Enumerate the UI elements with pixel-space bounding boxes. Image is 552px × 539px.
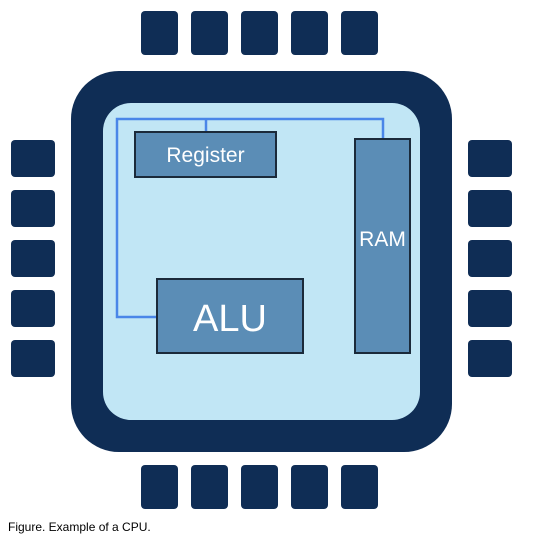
- pin-left-3: [11, 240, 55, 277]
- pin-right-5: [468, 340, 512, 377]
- pin-right-1: [468, 140, 512, 177]
- pin-bottom-1: [141, 465, 178, 509]
- pin-bottom-2: [191, 465, 228, 509]
- pin-left-5: [11, 340, 55, 377]
- alu-block: [156, 278, 304, 354]
- pin-left-2: [11, 190, 55, 227]
- pin-top-2: [191, 11, 228, 55]
- pin-bottom-4: [291, 465, 328, 509]
- left-pins: [11, 140, 55, 377]
- ram-block: [354, 138, 411, 354]
- top-pins: [141, 11, 378, 55]
- pin-bottom-3: [241, 465, 278, 509]
- pin-left-4: [11, 290, 55, 327]
- pin-top-3: [241, 11, 278, 55]
- pin-right-4: [468, 290, 512, 327]
- register-block: [134, 131, 277, 178]
- pin-top-4: [291, 11, 328, 55]
- pin-bottom-5: [341, 465, 378, 509]
- bus-line: [115, 117, 385, 319]
- bottom-pins: [141, 465, 378, 509]
- right-pins: [468, 140, 512, 377]
- pin-top-1: [141, 11, 178, 55]
- pin-top-5: [341, 11, 378, 55]
- ram-label: RAM: [359, 228, 406, 251]
- alu-label: ALU: [193, 298, 267, 340]
- pin-left-1: [11, 140, 55, 177]
- register-label: Register: [166, 144, 244, 167]
- pin-right-3: [468, 240, 512, 277]
- figure-caption: Figure. Example of a CPU.: [8, 520, 151, 534]
- pin-right-2: [468, 190, 512, 227]
